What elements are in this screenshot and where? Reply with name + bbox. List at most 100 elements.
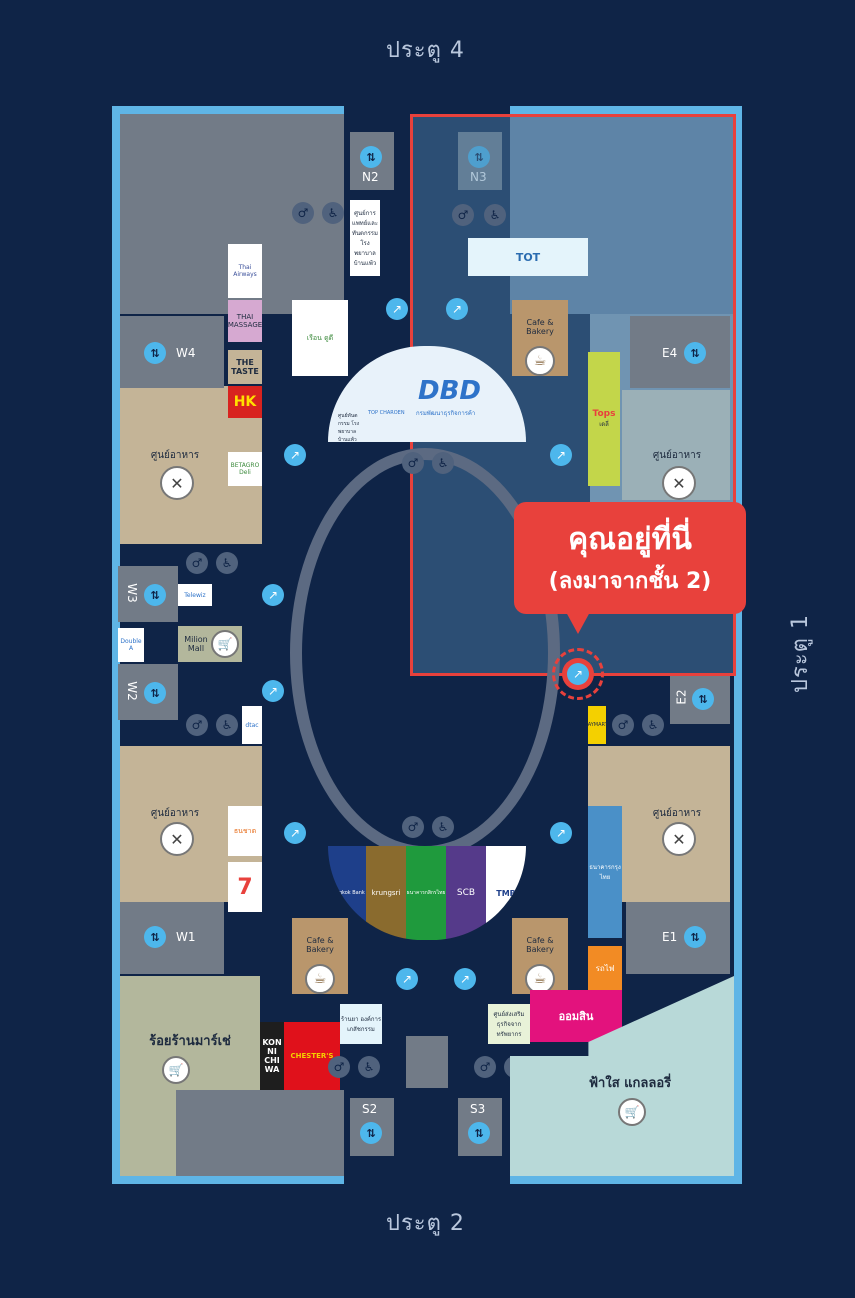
elevator-w4-icon[interactable]: ⇅ [144,342,166,364]
food-court-west-lower-label: ศูนย์อาหาร [150,808,200,819]
w4-zone [120,316,224,388]
dbd-logo: DBD [418,376,481,406]
food-icon-east-lower: ✕ [662,822,696,856]
elevator-w2-icon[interactable]: ⇅ [144,682,166,704]
elevator-w1-icon[interactable]: ⇅ [144,926,166,948]
food-court-east-lower-label: ศูนย์อาหาร [652,808,702,819]
w1-zone [120,902,224,974]
food-court-west-upper-label: ศูนย์อาหาร [150,450,200,461]
shop-thanachart[interactable]: ธนชาต [228,806,262,856]
shop-pharmacy[interactable]: ร้านยา องค์การ เภสัชกรรม [340,1004,382,1044]
shop-million-mall[interactable]: Milion Mall 🛒 [178,626,242,662]
shop-konnichiwa[interactable]: KON NI CHI WA [260,1022,284,1090]
elevator-s3-icon[interactable]: ⇅ [468,1122,490,1144]
escalator-icon-3: ↗ [284,444,306,466]
elevator-n2-label: N2 [362,170,379,184]
escalator-icon-6: ↗ [262,680,284,702]
elevator-s3-label: S3 [470,1102,486,1116]
shop-hk[interactable]: HK [228,386,262,418]
you-are-here-escalator-icon: ↗ [562,658,594,690]
shop-telewiz[interactable]: Telewiz [178,584,212,606]
restroom-icon-center-bottom: ♂ [402,816,424,838]
accessible-restroom-icon-w3: ♿ [216,552,238,574]
food-court-east-upper-label: ศูนย์อาหาร [652,450,702,461]
elevator-n3-icon[interactable]: ⇅ [468,146,490,168]
shop-thai-airways[interactable]: Thai Airways [228,244,262,298]
restroom-icon-nw: ♂ [292,202,314,224]
outer-wall-left [112,106,120,1182]
cart-icon-roy-ran: 🛒 [162,1056,190,1084]
accessible-restroom-icon-center-top: ♿ [432,452,454,474]
outer-wall-bottom-right [510,1176,742,1184]
cafe-south-west[interactable]: Cafe & Bakery ☕ [292,918,348,994]
elevator-w2-label: W2 [124,681,139,701]
accessible-restroom-icon-n3: ♿ [484,204,506,226]
zone-northeast [510,114,734,314]
shop-rot[interactable]: รถไฟ [588,946,622,990]
restroom-icon-e2: ♂ [612,714,634,736]
sw-grey-block [176,1090,344,1176]
outer-wall-bottom-left [112,1176,344,1184]
callout-pointer [566,612,590,634]
shop-tops[interactable]: Tops เดลี่ [588,352,620,486]
shop-tot[interactable]: TOT [468,238,588,276]
elevator-w3-icon[interactable]: ⇅ [144,584,166,606]
food-icon-west-upper: ✕ [160,466,194,500]
center-grey-block [406,1036,448,1088]
elevator-e2-label: E2 [674,689,689,705]
shop-krungthai[interactable]: ธนาคารกรุงไทย [588,806,622,938]
bank-scb[interactable]: SCB [446,846,486,940]
escalator-icon-8: ↗ [550,822,572,844]
shop-chesters[interactable]: CHESTER'S [284,1022,340,1090]
bank-krungsri[interactable]: krungsri [366,846,406,940]
shop-medical-center[interactable]: ศูนย์การแพทย์และทันตกรรม โรงพยาบาลบ้านแพ… [350,200,380,276]
shop-thai-massage[interactable]: THAI MASSAGE [228,300,262,342]
shop-jaymart[interactable]: JAYMART [586,706,608,744]
restroom-icon-s3: ♂ [474,1056,496,1078]
gate-2-label: ประตู 2 [386,1211,465,1236]
cafe-south-east[interactable]: Cafe & Bakery ☕ [512,918,568,994]
gate-4-label: ประตู 4 [386,38,465,63]
shop-seven-eleven[interactable]: 7 [228,862,262,912]
dental-center-label: ศูนย์ทันตกรรม โรงพยาบาลบ้านแพ้ว [338,413,360,443]
shop-betagro[interactable]: BETAGRO Deli [228,452,262,486]
you-are-here-callout: คุณอยู่ที่นี่ (ลงมาจากชั้น 2) [514,502,746,614]
cart-icon-million-mall: 🛒 [211,630,239,658]
accessible-restroom-icon-s2: ♿ [358,1056,380,1078]
you-are-here-marker[interactable] [552,648,604,700]
elevator-e4-label: E4 [662,346,678,360]
shop-yellow[interactable]: เรือน ดูดี [292,300,348,376]
shop-gsb[interactable]: ออมสิน [530,990,622,1042]
escalator-icon-10: ↗ [454,968,476,990]
escalator-icon-1: ↗ [386,298,408,320]
escalator-icon-4: ↗ [550,444,572,466]
escalator-icon-7: ↗ [284,822,306,844]
escalator-icon-2: ↗ [446,298,468,320]
accessible-restroom-icon-w2: ♿ [216,714,238,736]
bank-kasikorn[interactable]: ธนาคารกสิกรไทย [406,846,446,940]
coffee-cup-icon: ☕ [525,346,555,376]
you-are-here-subtitle: (ลงมาจากชั้น 2) [548,569,712,594]
restroom-icon-n3: ♂ [452,204,474,226]
cafe-north[interactable]: Cafe & Bakery ☕ [512,300,568,376]
food-icon-west-lower: ✕ [160,822,194,856]
shop-otop-center[interactable]: ศูนย์ส่งเสริม ธุรกิจจาก ทรัพยากร [488,1004,530,1044]
elevator-e1-icon[interactable]: ⇅ [684,926,706,948]
shop-double-a[interactable]: Double A [118,628,144,662]
market-roy-ran-label: ร้อยร้านมาร์เช่ [149,1034,231,1049]
elevator-e4-icon[interactable]: ⇅ [684,342,706,364]
elevator-n2-icon[interactable]: ⇅ [360,146,382,168]
coffee-cup-icon-sw: ☕ [305,964,335,994]
shop-dtac[interactable]: dtac [242,706,262,744]
elevator-s2-label: S2 [362,1102,378,1116]
elevator-e1-label: E1 [662,930,678,944]
elevator-s2-icon[interactable]: ⇅ [360,1122,382,1144]
elevator-w3-label: W3 [124,583,139,603]
banks-lower-semicircle: Bangkok Bank krungsri ธนาคารกสิกรไทย SCB… [328,846,526,940]
accessible-restroom-icon-e2: ♿ [642,714,664,736]
elevator-e2-icon[interactable]: ⇅ [692,688,714,710]
shop-the-taste[interactable]: THE TASTE [228,350,262,384]
escalator-icon-9: ↗ [396,968,418,990]
restroom-icon-w3: ♂ [186,552,208,574]
accessible-restroom-icon-nw: ♿ [322,202,344,224]
